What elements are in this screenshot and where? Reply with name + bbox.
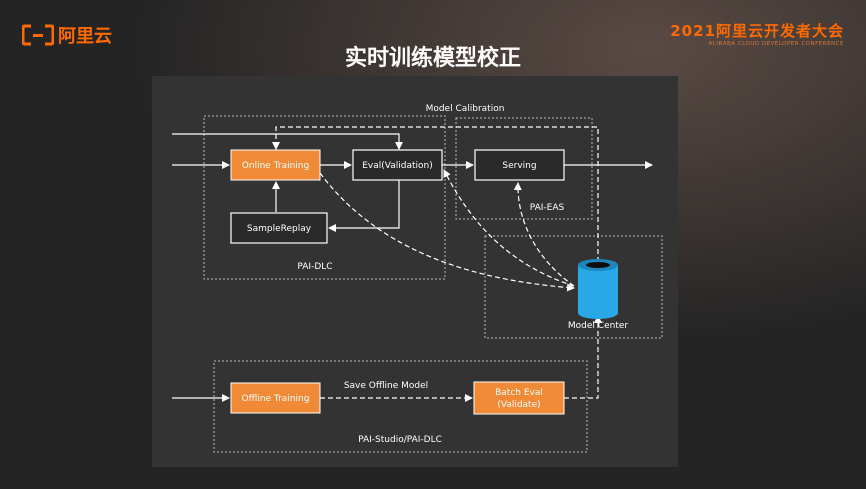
diagram-panel: Online Training Eval(Validation) Serving… bbox=[152, 76, 678, 467]
offline-training-label: Offline Training bbox=[242, 394, 310, 404]
logo-text: 阿里云 bbox=[58, 26, 112, 47]
flow-batch-eval-to-model-center bbox=[564, 315, 602, 399]
pai-eas-label: PAI-EAS bbox=[530, 203, 565, 213]
flow-model-center-to-eval bbox=[443, 169, 575, 287]
conference-branding: 2021阿里云开发者大会 ALIBABA CLOUD DEVELOPER CON… bbox=[670, 20, 844, 47]
model-calibration-label: Model Calibration bbox=[426, 104, 505, 114]
batch-eval-node[interactable]: Batch Eval (Validate) bbox=[473, 381, 565, 415]
conference-title: 2021阿里云开发者大会 bbox=[670, 22, 844, 40]
model-center-label: Model Center bbox=[568, 321, 628, 331]
flow-eval-to-replay bbox=[328, 180, 400, 232]
serving-node[interactable]: Serving bbox=[474, 149, 565, 181]
flow-online-to-model-center bbox=[319, 172, 575, 292]
pai-eas-region bbox=[455, 117, 593, 220]
online-training-node[interactable]: Online Training bbox=[230, 149, 321, 181]
offline-training-node[interactable]: Offline Training bbox=[230, 382, 321, 414]
eval-validation-node[interactable]: Eval(Validation) bbox=[352, 149, 443, 181]
input-flow-top bbox=[172, 133, 403, 150]
sample-replay-node[interactable]: SampleReplay bbox=[230, 212, 328, 244]
eval-validation-label: Eval(Validation) bbox=[362, 161, 433, 171]
batch-eval-label-line1: Batch Eval bbox=[495, 388, 543, 398]
batch-eval-label-line2: (Validate) bbox=[497, 400, 540, 410]
serving-label: Serving bbox=[502, 161, 536, 171]
pai-dlc-label: PAI-DLC bbox=[297, 262, 332, 272]
pai-dlc-region bbox=[203, 115, 446, 280]
slide-title: 实时训练模型校正 bbox=[344, 46, 521, 71]
pai-studio-label: PAI-Studio/PAI-DLC bbox=[358, 435, 442, 445]
model-center-region bbox=[484, 235, 663, 339]
alibaba-cloud-logo-icon bbox=[22, 24, 54, 46]
alibaba-cloud-logo: 阿里云 bbox=[22, 22, 112, 48]
online-training-label: Online Training bbox=[242, 161, 309, 171]
save-offline-model-label: Save Offline Model bbox=[344, 381, 428, 391]
database-icon bbox=[578, 259, 618, 319]
sample-replay-label: SampleReplay bbox=[247, 224, 312, 234]
flow-model-center-to-serving bbox=[513, 182, 575, 287]
conference-subtitle: ALIBABA CLOUD DEVELOPER CONFERENCE bbox=[708, 41, 844, 47]
model-calibration-flow bbox=[272, 126, 599, 262]
architecture-diagram: Online Training Eval(Validation) Serving… bbox=[172, 104, 663, 453]
